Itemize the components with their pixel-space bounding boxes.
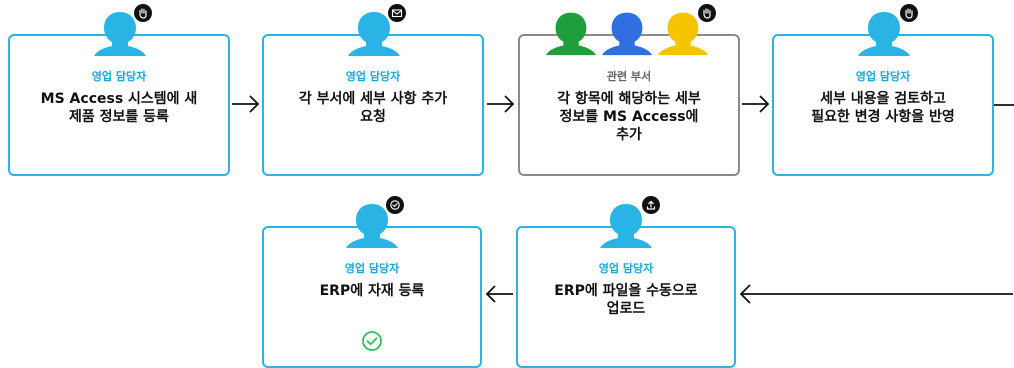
mail-icon bbox=[388, 4, 406, 22]
arrow-right-icon bbox=[487, 95, 515, 113]
arrow-right-icon bbox=[742, 95, 770, 113]
step-role: 영업 담당자 bbox=[345, 70, 401, 83]
connector-line bbox=[994, 104, 1014, 106]
arrow-right-icon bbox=[232, 95, 260, 113]
title-line: 추가 bbox=[616, 127, 642, 143]
person-icon bbox=[346, 204, 398, 248]
verified-icon bbox=[386, 196, 404, 214]
person-icon bbox=[348, 12, 400, 56]
step-card-1: 영업 담당자 MS Access 시스템에 새 제품 정보를 등록 bbox=[8, 34, 230, 176]
step-role: 관련 부서 bbox=[606, 70, 652, 83]
step-role: 영업 담당자 bbox=[91, 70, 147, 83]
step-title: 세부 내용을 검토하고 필요한 변경 사항을 반영 bbox=[799, 90, 966, 126]
step-title: ERP에 파일을 수동으로 업로드 bbox=[542, 282, 709, 318]
arrow-left-long-icon bbox=[739, 284, 1013, 304]
check-circle-icon bbox=[362, 331, 382, 351]
person-icon-blue bbox=[601, 12, 653, 56]
step-title: 각 항목에 해당하는 세부 정보를 MS Access에 추가 bbox=[545, 90, 712, 144]
hand-icon bbox=[900, 4, 918, 22]
person-icon bbox=[600, 204, 652, 248]
title-line: ERP에 파일을 수동으로 bbox=[554, 283, 698, 299]
title-line: MS Access 시스템에 새 bbox=[40, 91, 198, 107]
title-line: 각 부서에 세부 사항 추가 bbox=[298, 91, 448, 107]
person-icon bbox=[858, 12, 910, 56]
title-line: ERP에 자재 등록 bbox=[319, 283, 425, 299]
hand-icon bbox=[134, 4, 152, 22]
step-title: MS Access 시스템에 새 제품 정보를 등록 bbox=[29, 90, 210, 126]
step-role: 영업 담당자 bbox=[855, 70, 911, 83]
title-line: 세부 내용을 검토하고 bbox=[820, 91, 946, 107]
title-line: 요청 bbox=[360, 109, 386, 125]
step-card-4: 영업 담당자 세부 내용을 검토하고 필요한 변경 사항을 반영 bbox=[772, 34, 994, 176]
person-icon bbox=[94, 12, 146, 56]
upload-icon bbox=[642, 196, 660, 214]
hand-icon bbox=[698, 4, 716, 22]
step-title: ERP에 자재 등록 bbox=[308, 282, 437, 300]
title-line: 제품 정보를 등록 bbox=[69, 109, 169, 125]
title-line: 각 항목에 해당하는 세부 bbox=[557, 91, 701, 107]
person-icon-green bbox=[545, 12, 597, 56]
title-line: 필요한 변경 사항을 반영 bbox=[811, 109, 955, 125]
person-icon-yellow bbox=[657, 12, 709, 56]
step-card-6: 영업 담당자 ERP에 자재 등록 bbox=[262, 226, 482, 368]
step-title: 각 부서에 세부 사항 추가 요청 bbox=[287, 90, 459, 126]
title-line: 업로드 bbox=[606, 301, 646, 317]
arrow-left-icon bbox=[485, 285, 513, 303]
step-role: 영업 담당자 bbox=[344, 262, 400, 275]
step-card-5: 영업 담당자 ERP에 파일을 수동으로 업로드 bbox=[516, 226, 736, 368]
step-role: 영업 담당자 bbox=[598, 262, 654, 275]
title-line: 정보를 MS Access에 bbox=[559, 109, 699, 125]
